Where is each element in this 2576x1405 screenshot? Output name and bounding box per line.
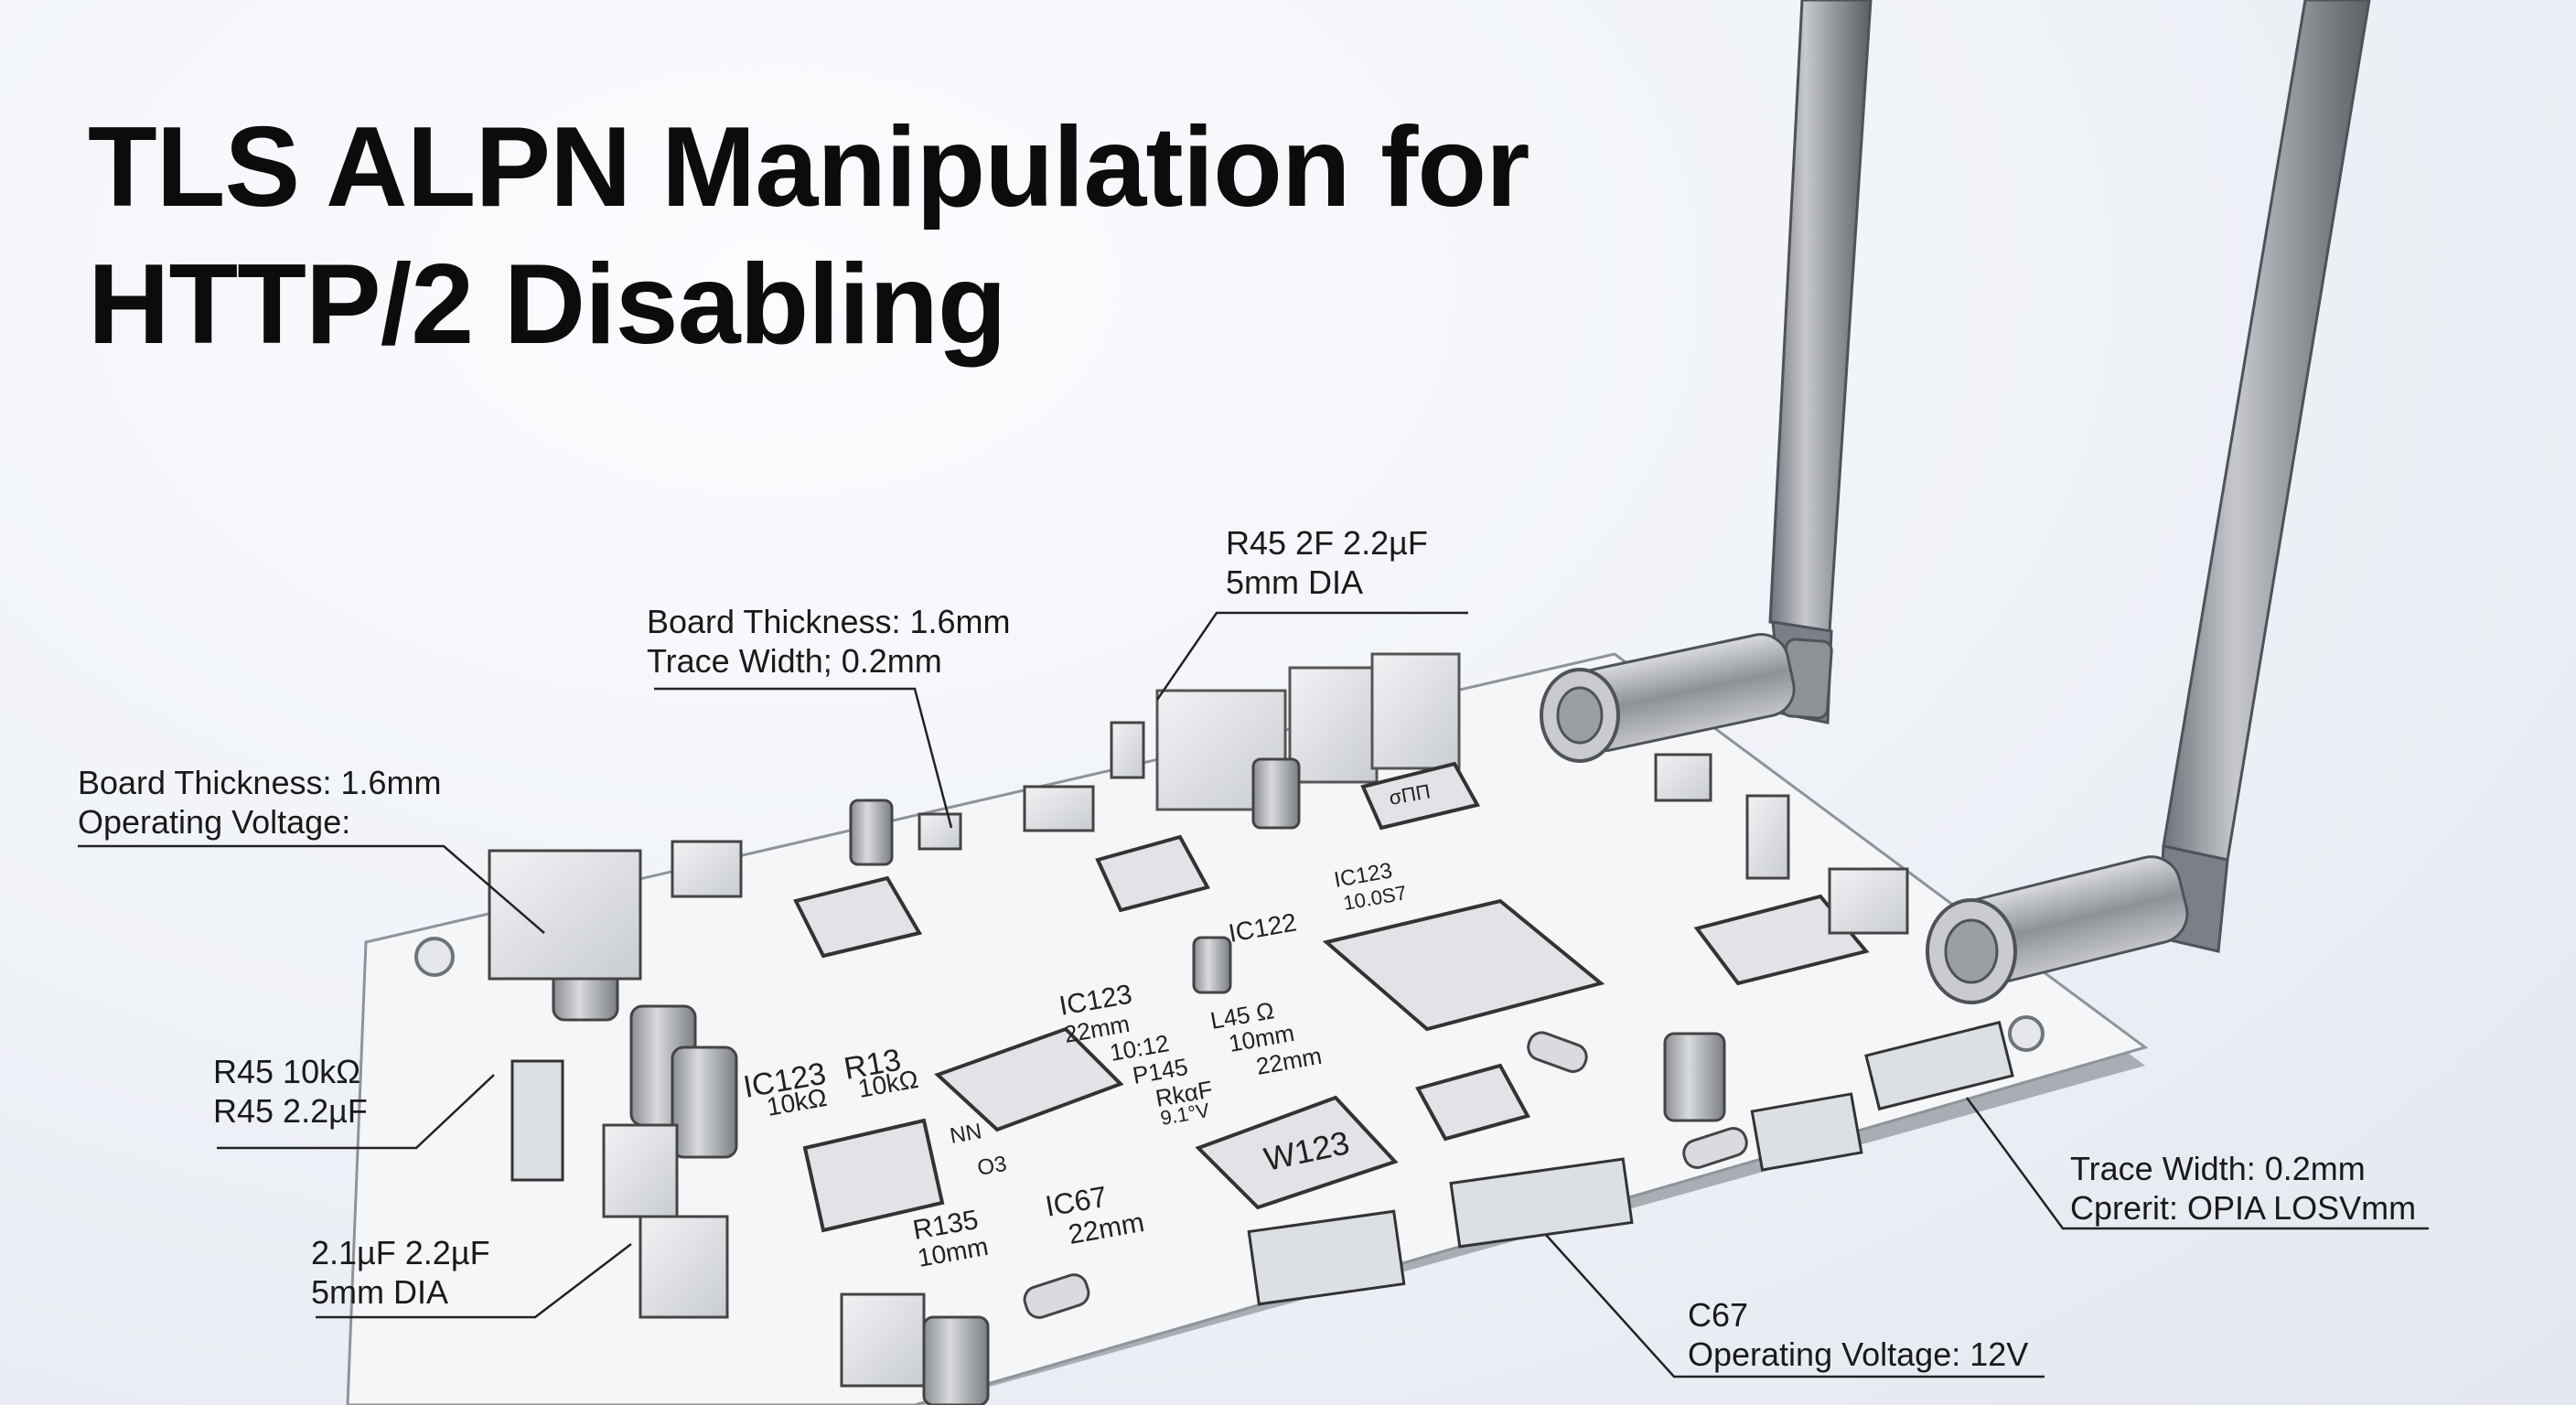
leader-line: [654, 687, 953, 829]
callout-top-center: R45 2F 2.2µF 5mm DIA: [1226, 523, 1428, 602]
callout-left-lower: 2.1µF 2.2µF 5mm DIA: [311, 1233, 490, 1312]
callout-line: R45 2.2µF: [213, 1092, 368, 1130]
callout-line: Trace Width: 0.2mm: [2070, 1150, 2366, 1187]
leader-line: [1155, 611, 1468, 701]
pin-header-icon: [510, 1020, 2014, 1306]
jack-connector: [488, 721, 1909, 1388]
chip-icon: [793, 761, 1870, 1233]
board-label: O3: [975, 1152, 1008, 1181]
callout-left-upper: Board Thickness: 1.6mm Operating Voltage…: [78, 763, 442, 842]
callout-line: Trace Width; 0.2mm: [647, 642, 942, 680]
callout-right-lower: Trace Width: 0.2mm Cprerit: OPIA LOSVmm: [2070, 1149, 2416, 1228]
callout-line: 2.1µF 2.2µF: [311, 1234, 490, 1271]
title-line-2: HTTP/2 Disabling: [88, 241, 1007, 368]
title-line-1: TLS ALPN Manipulation for: [88, 104, 1530, 231]
board-label: NN: [948, 1119, 983, 1149]
page-title: TLS ALPN Manipulation for HTTP/2 Disabli…: [88, 99, 1530, 373]
antenna-icon: [1768, 0, 1873, 724]
leader-line: [1545, 1234, 2045, 1378]
leader-lines: [78, 611, 2429, 1378]
callout-line: R45 10kΩ: [213, 1053, 360, 1090]
leader-line: [316, 1243, 632, 1319]
mounting-hole-icon: [2008, 1015, 2045, 1052]
mounting-hole-icon: [414, 937, 455, 977]
callout-line: Board Thickness: 1.6mm: [647, 603, 1011, 640]
sma-connector-icon: [1540, 633, 1796, 763]
callout-line: R45 2F 2.2µF: [1226, 524, 1428, 562]
callout-line: Operating Voltage: 12V: [1688, 1335, 2029, 1373]
pcb-board: [346, 652, 2149, 1405]
callout-line: Operating Voltage:: [78, 803, 351, 841]
leader-line: [217, 1074, 495, 1150]
callout-bottom-center: C67 Operating Voltage: 12V: [1688, 1295, 2028, 1374]
callout-line: 5mm DIA: [311, 1273, 449, 1311]
callout-left-middle: R45 10kΩ R45 2.2µF: [213, 1052, 368, 1131]
antenna-icon: [2157, 0, 2371, 953]
leader-line: [1965, 1097, 2429, 1230]
callout-line: Cprerit: OPIA LOSVmm: [2070, 1189, 2417, 1227]
sma-connector-icon: [1926, 855, 2189, 1004]
resistor-icon: [1023, 1031, 1748, 1319]
callout-line: 5mm DIA: [1226, 563, 1364, 601]
callout-line: C67: [1688, 1296, 1749, 1334]
callout-line: Board Thickness: 1.6mm: [78, 764, 442, 801]
leader-line: [78, 844, 545, 934]
callout-mid-center: Board Thickness: 1.6mm Trace Width; 0.2m…: [647, 602, 1011, 681]
